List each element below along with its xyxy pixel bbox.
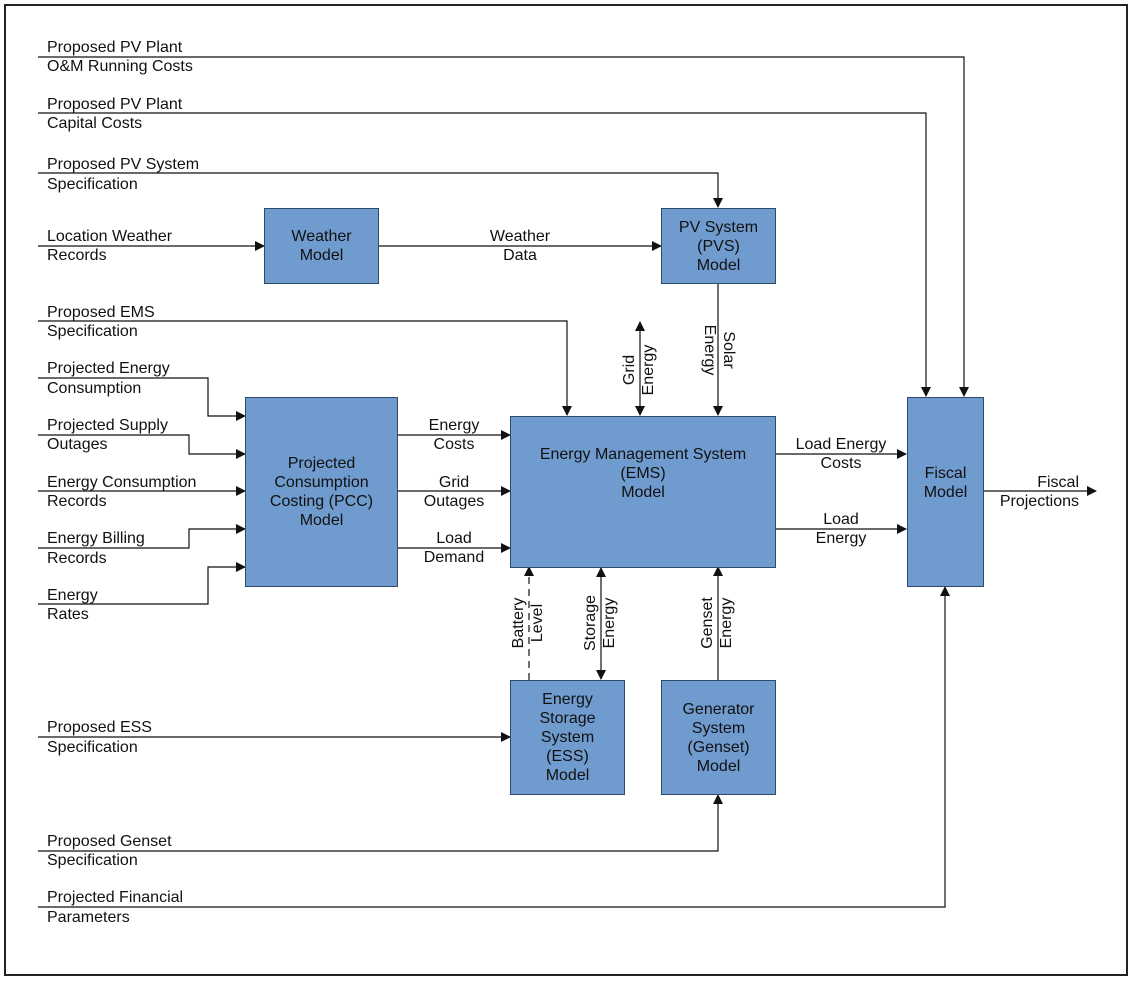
flow-label-weather-data: Weather Data: [489, 228, 551, 264]
input-label-essspec-top: Proposed ESS: [47, 719, 152, 736]
input-label-emsspec-bottom: Specification: [47, 323, 138, 340]
input-label-essspec-bottom: Specification: [47, 739, 138, 756]
input-label-pvspec-bottom: Specification: [47, 176, 138, 193]
fiscal-model-label: Fiscal Model: [923, 464, 968, 501]
input-label-emsspec-top: Proposed EMS: [47, 304, 155, 321]
input-label-projout-bottom: Outages: [47, 436, 108, 453]
input-label-projcons-bottom: Consumption: [47, 380, 142, 397]
genset-model-label: Generator System (Genset) Model: [682, 700, 755, 775]
flow-label-energy-costs: Energy Costs: [428, 417, 480, 453]
connector-ems-spec: [38, 320, 572, 416]
input-label-financial-bottom: Parameters: [47, 909, 130, 926]
weather-model-label: Weather Model: [291, 228, 352, 264]
input-label-projout-top: Projected Supply: [47, 417, 168, 434]
connector-capital-costs: [38, 112, 931, 397]
connector-financial-params: [38, 586, 950, 908]
ess-model-block[interactable]: Energy Storage System (ESS) Model: [510, 680, 625, 795]
ess-model-label: Energy Storage System (ESS) Model: [539, 691, 596, 784]
flow-label-storage-energy: Storage Energy: [582, 594, 618, 652]
weather-model-block[interactable]: Weather Model: [264, 208, 379, 284]
genset-model-block[interactable]: Generator System (Genset) Model: [661, 680, 776, 795]
input-label-consrec-bottom: Records: [47, 493, 107, 510]
flow-label-solar-energy: Solar Energy: [701, 324, 737, 376]
input-label-financial-top: Projected Financial: [47, 889, 184, 906]
diagram-frame: [4, 4, 1128, 976]
input-label-om-bottom: O&M Running Costs: [47, 58, 193, 75]
flow-label-battery-level: Battery Level: [510, 597, 546, 649]
connector-energy-rates: [38, 562, 246, 605]
input-label-capital-bottom: Capital Costs: [47, 115, 143, 132]
connector-pv-spec: [38, 172, 723, 208]
connector-billing-records: [38, 524, 246, 549]
flow-label-load-energy: Load Energy: [815, 511, 867, 547]
input-label-gensetspec-bottom: Specification: [47, 852, 138, 869]
flow-label-grid-energy: Grid Energy: [621, 344, 657, 396]
fiscal-model-block[interactable]: Fiscal Model: [907, 397, 984, 587]
input-label-gensetspec-top: Proposed Genset: [47, 833, 172, 850]
connector-genset-spec: [38, 794, 723, 852]
input-label-consrec-top: Energy Consumption: [47, 474, 197, 491]
flow-label-fiscal-projections: Fiscal Projections: [999, 474, 1079, 510]
pvs-model-label: PV System (PVS) Model: [678, 218, 759, 274]
input-label-rates-bottom: Rates: [47, 606, 89, 623]
input-label-pvspec-top: Proposed PV System: [47, 156, 200, 173]
pvs-model-block[interactable]: PV System (PVS) Model: [661, 208, 776, 284]
ems-model-block[interactable]: Energy Management System (EMS) Model: [510, 416, 776, 568]
ems-model-label: Energy Management System (EMS) Model: [539, 445, 747, 501]
pcc-model-label: Projected Consumption Costing (PCC) Mode…: [269, 455, 374, 529]
input-label-billing-bottom: Records: [47, 550, 107, 567]
connector-proj-outages: [38, 434, 246, 459]
input-label-weather-bottom: Records: [47, 247, 107, 264]
flow-label-grid-outages: Grid Outages: [423, 474, 485, 510]
input-label-billing-top: Energy Billing: [47, 530, 145, 547]
flow-label-load-demand: Load Demand: [423, 530, 485, 566]
flow-label-load-energy-costs: Load Energy Costs: [795, 436, 887, 472]
input-label-om-top: Proposed PV Plant: [47, 39, 183, 56]
input-label-rates-top: Energy: [47, 587, 98, 604]
input-label-weather-top: Location Weather: [47, 228, 173, 245]
input-label-capital-top: Proposed PV Plant: [47, 96, 183, 113]
connector-proj-consumption: [38, 377, 246, 421]
connector-om-costs: [38, 56, 969, 397]
pcc-model-block[interactable]: Projected Consumption Costing (PCC) Mode…: [245, 397, 398, 587]
input-label-projcons-top: Projected Energy: [47, 360, 170, 377]
flow-label-genset-energy: Genset Energy: [699, 597, 735, 649]
